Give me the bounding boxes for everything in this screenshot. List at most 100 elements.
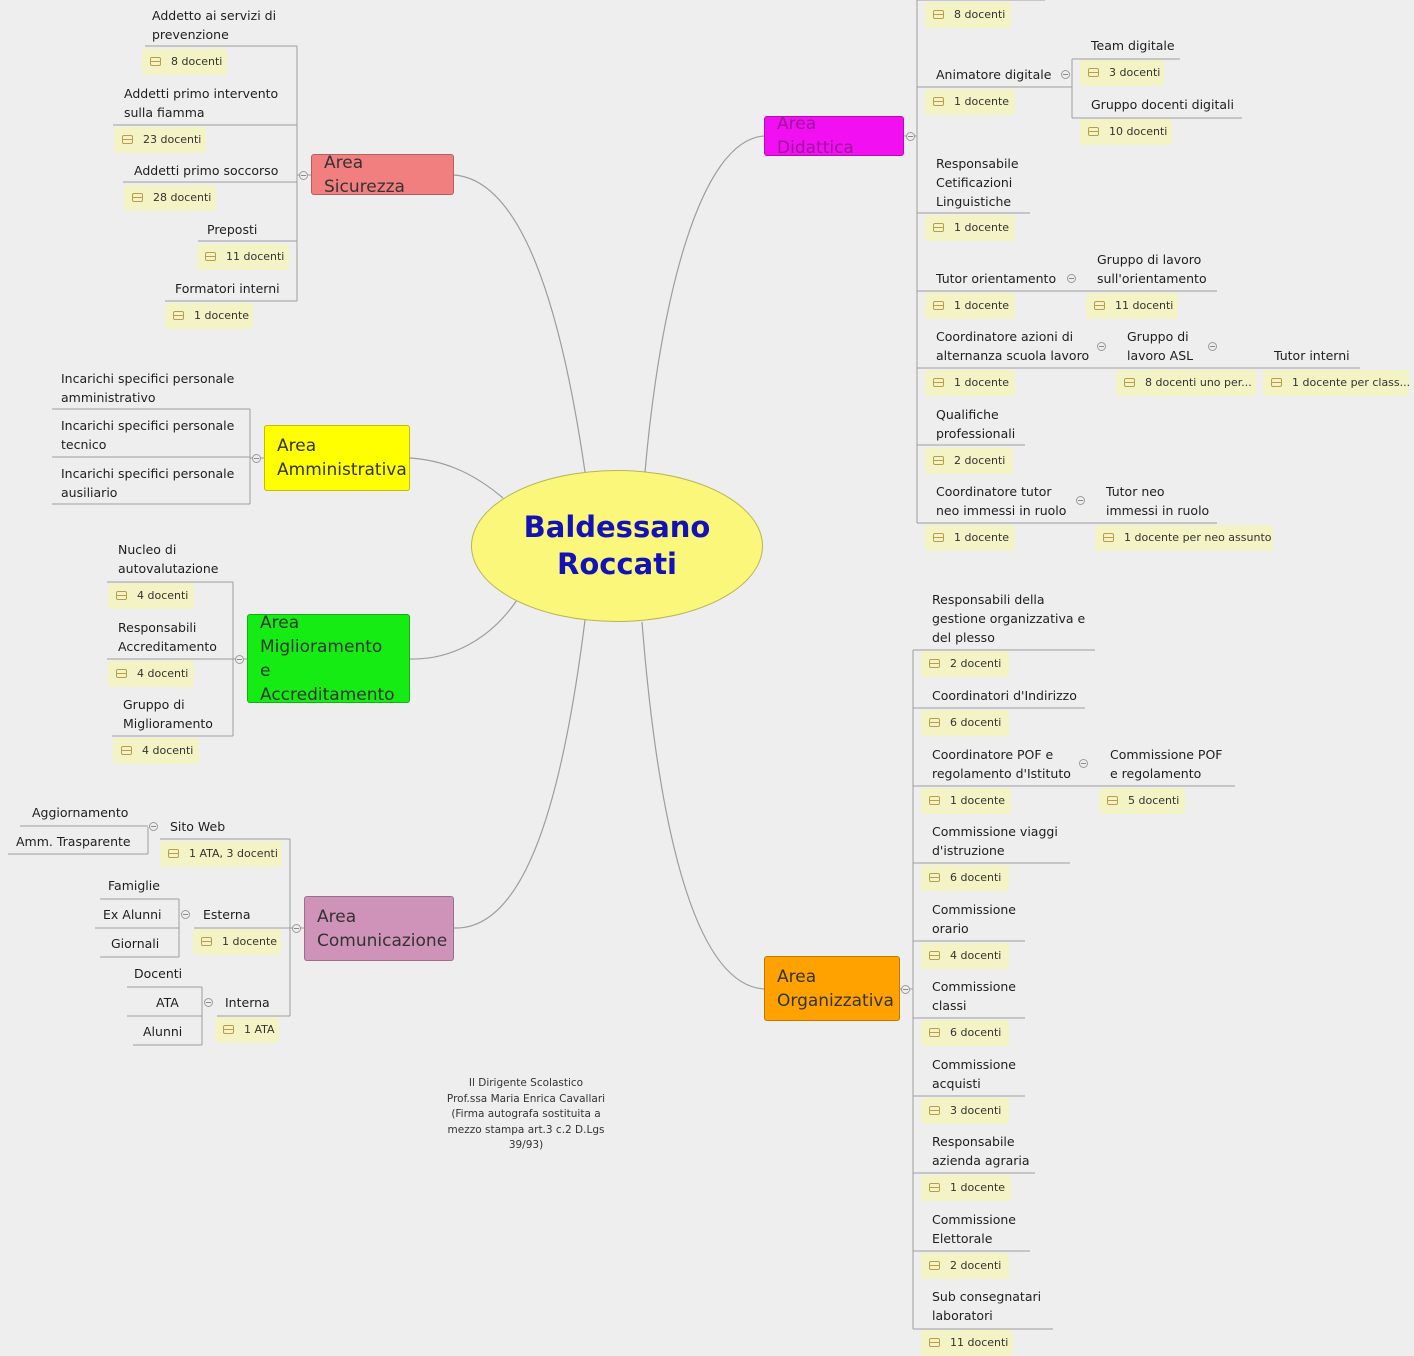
note-badge[interactable]: 2 docenti <box>925 448 1013 474</box>
topic-label[interactable]: Docenti <box>134 966 183 981</box>
topic-label[interactable]: Commissione Elettorale <box>932 1212 1016 1246</box>
topic-label[interactable]: Gruppo di lavoro sull'orientamento <box>1097 252 1207 286</box>
note-badge[interactable]: 2 docenti <box>921 651 1009 677</box>
topic-label[interactable]: Amm. Trasparente <box>16 834 131 849</box>
note-badge[interactable]: 4 docenti <box>108 661 194 687</box>
area-amministrativa[interactable]: Area Amministrativa <box>264 425 410 491</box>
topic-label[interactable]: Addetto ai servizi di prevenzione <box>152 8 277 42</box>
note-badge[interactable]: 5 docenti <box>1099 788 1185 814</box>
collapse-toggle[interactable] <box>901 985 910 994</box>
topic-label[interactable]: Nucleo di autovalutazione <box>118 542 219 576</box>
collapse-toggle[interactable] <box>181 910 190 919</box>
note-badge[interactable]: 1 ATA <box>215 1017 279 1043</box>
note-badge[interactable]: 4 docenti <box>921 943 1009 969</box>
topic-label[interactable]: Incarichi specifici personale ausiliario <box>61 466 235 500</box>
topic-label[interactable]: Giornali <box>111 936 160 951</box>
topic-label[interactable]: Interna <box>225 995 270 1010</box>
topic-label[interactable]: Tutor interni <box>1274 348 1350 363</box>
topic-label[interactable]: Gruppo di lavoro ASL <box>1127 329 1194 363</box>
topic-label[interactable]: Team digitale <box>1091 38 1175 53</box>
topic-label[interactable]: Formatori interni <box>175 281 280 296</box>
collapse-toggle[interactable] <box>1079 759 1088 768</box>
central-topic[interactable]: Baldessano Roccati <box>471 470 763 622</box>
note-badge[interactable]: 1 docente <box>921 1175 1011 1201</box>
area-sicurezza[interactable]: Area Sicurezza <box>311 153 454 197</box>
topic-label[interactable]: Ex Alunni <box>103 907 162 922</box>
topic-label[interactable]: Commissione acquisti <box>932 1057 1016 1091</box>
collapse-toggle[interactable] <box>906 132 915 141</box>
note-badge[interactable]: 2 docenti <box>921 1253 1009 1279</box>
collapse-toggle[interactable] <box>1097 342 1106 351</box>
note-badge[interactable]: 11 docenti <box>1086 293 1178 319</box>
note-badge[interactable]: 1 docente <box>925 370 1015 396</box>
collapse-toggle[interactable] <box>1067 274 1076 283</box>
note-badge[interactable]: 23 docenti <box>114 127 206 153</box>
collapse-toggle[interactable] <box>1061 70 1070 79</box>
note-badge[interactable]: 1 ATA, 3 docenti <box>160 841 282 867</box>
note-badge[interactable]: 1 docente <box>925 293 1015 319</box>
area-organizzativa[interactable]: Area Organizzativa <box>764 956 900 1021</box>
area-didattica[interactable]: Area Didattica <box>764 114 904 158</box>
topic-label[interactable]: Responsabili della gestione organizzativ… <box>932 592 1086 645</box>
note-badge[interactable]: 1 docente <box>193 929 281 955</box>
note-badge[interactable]: 3 docenti <box>921 1098 1009 1124</box>
note-badge[interactable]: 28 docenti <box>124 185 216 211</box>
topic-label[interactable]: Aggiornamento <box>32 805 129 820</box>
topic-label[interactable]: Commissione classi <box>932 979 1016 1013</box>
note-badge[interactable]: 8 docenti <box>142 49 227 75</box>
topic-label[interactable]: Tutor orientamento <box>936 271 1057 286</box>
topic-label[interactable]: Gruppo docenti digitali <box>1091 97 1234 112</box>
collapse-toggle[interactable] <box>299 171 308 180</box>
topic-label[interactable]: Commissione viaggi d'istruzione <box>932 824 1058 858</box>
note-badge[interactable]: 1 docente <box>165 303 253 329</box>
topic-label[interactable]: Commissione orario <box>932 902 1016 936</box>
note-badge[interactable]: 10 docenti <box>1080 119 1172 145</box>
collapse-toggle[interactable] <box>149 822 158 831</box>
area-comunicazione[interactable]: Area Comunicazione <box>304 896 454 961</box>
collapse-toggle[interactable] <box>204 998 213 1007</box>
topic-label[interactable]: Coordinatore azioni di alternanza scuola… <box>936 329 1090 363</box>
topic-label[interactable]: Coordinatore POF e regolamento d'Istitut… <box>932 747 1071 781</box>
topic-label[interactable]: Tutor neo immessi in ruolo <box>1106 484 1210 518</box>
topic-label[interactable]: Sito Web <box>170 819 226 834</box>
note-badge[interactable]: 1 docente per class... <box>1263 370 1409 396</box>
topic-label[interactable]: Responsabili Accreditamento <box>118 620 217 654</box>
note-badge[interactable]: 4 docenti <box>108 583 194 609</box>
note-badge[interactable]: 6 docenti <box>921 865 1009 891</box>
topic-label[interactable]: Addetti primo intervento sulla fiamma <box>124 86 279 120</box>
note-badge[interactable]: 1 docente <box>925 525 1015 551</box>
note-badge[interactable]: 6 docenti <box>921 710 1009 736</box>
note-badge[interactable]: 11 docenti <box>921 1330 1013 1356</box>
note-badge[interactable]: 11 docenti <box>197 244 289 270</box>
topic-label[interactable]: Qualifiche professionali <box>936 407 1016 441</box>
collapse-toggle[interactable] <box>292 924 301 933</box>
note-badge[interactable]: 1 docente <box>925 215 1015 241</box>
topic-label[interactable]: Commissione POF e regolamento <box>1110 747 1223 781</box>
topic-label[interactable]: Gruppo di Miglioramento <box>123 697 213 731</box>
topic-label[interactable]: Addetti primo soccorso <box>134 163 279 178</box>
topic-label[interactable]: Sub consegnatari laboratori <box>932 1289 1042 1323</box>
note-badge[interactable]: 1 docente <box>925 89 1015 115</box>
note-badge[interactable]: 8 docenti <box>925 2 1011 28</box>
topic-label[interactable]: Coordinatori d'Indirizzo <box>932 688 1077 703</box>
topic-label[interactable]: ATA <box>156 995 179 1010</box>
topic-label[interactable]: Incarichi specifici personale amministra… <box>61 371 235 405</box>
topic-label[interactable]: Responsabile azienda agraria <box>932 1134 1030 1168</box>
collapse-toggle[interactable] <box>1208 342 1217 351</box>
topic-label[interactable]: Preposti <box>207 222 258 237</box>
note-badge[interactable]: 4 docenti <box>113 738 199 764</box>
topic-label[interactable]: Famiglie <box>108 878 160 893</box>
topic-label[interactable]: Incarichi specifici personale tecnico <box>61 418 235 452</box>
note-badge[interactable]: 6 docenti <box>921 1020 1009 1046</box>
note-badge[interactable]: 1 docente <box>921 788 1011 814</box>
area-miglioramento[interactable]: Area Miglioramento e Accreditamento <box>247 613 410 705</box>
topic-label[interactable]: Coordinatore tutor neo immessi in ruolo <box>936 484 1067 518</box>
topic-label[interactable]: Esterna <box>203 907 251 922</box>
topic-label[interactable]: Responsabile Cetificazioni Linguistiche <box>936 156 1019 209</box>
collapse-toggle[interactable] <box>235 655 244 664</box>
note-badge[interactable]: 1 docente per neo assunto <box>1095 525 1273 551</box>
note-badge[interactable]: 3 docenti <box>1080 60 1164 86</box>
collapse-toggle[interactable] <box>1076 496 1085 505</box>
collapse-toggle[interactable] <box>252 454 261 463</box>
note-badge[interactable]: 8 docenti uno per... <box>1116 370 1256 396</box>
